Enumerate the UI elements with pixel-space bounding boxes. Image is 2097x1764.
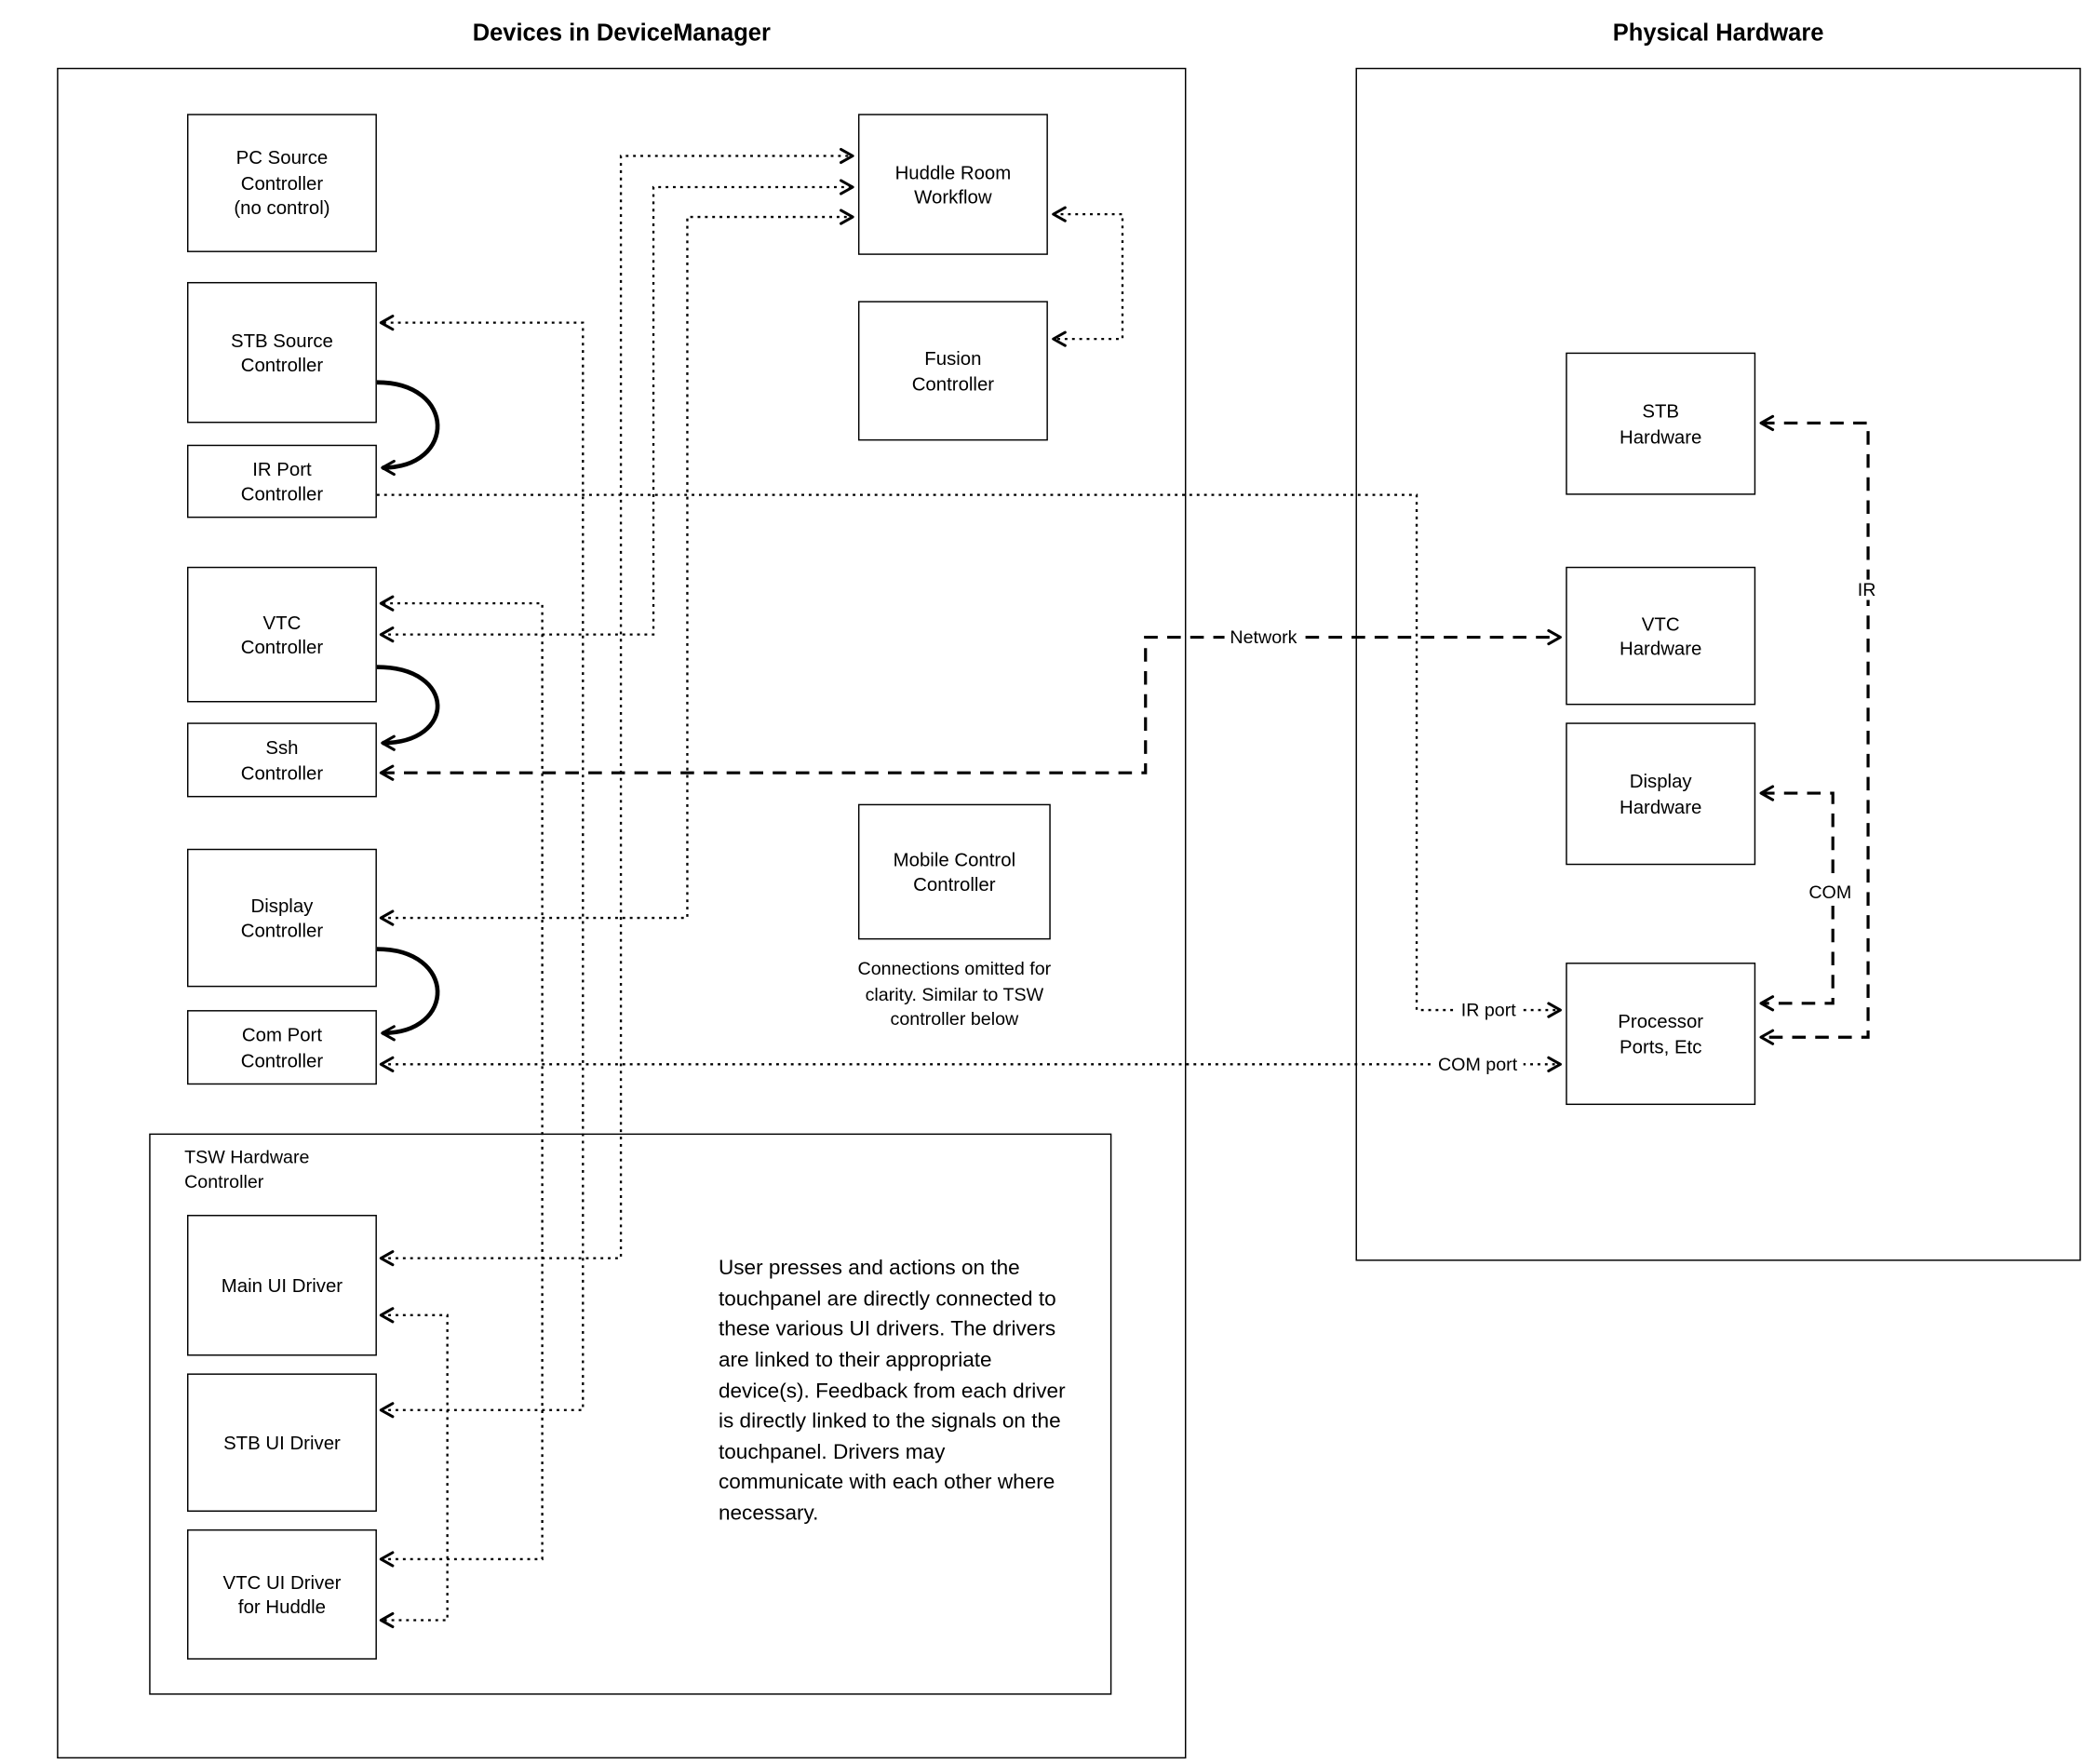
node-fusion-controller: Fusion Controller [857, 301, 1048, 441]
edge-vtc-ui-vtc [379, 595, 544, 1568]
edge-stb-source-ir-port [376, 380, 440, 477]
node-ir-port-controller: IR Port Controller [186, 444, 377, 518]
network-edge-label: Network [1224, 626, 1303, 648]
node-main-ui-driver: Main UI Driver [186, 1215, 377, 1356]
com-edge-label: COM [1803, 882, 1858, 903]
edge-stb-ui-stb-source [379, 315, 585, 1419]
node-ssh-controller: Ssh Controller [186, 722, 377, 798]
node-huddle-room-workflow: Huddle Room Workflow [857, 114, 1048, 255]
node-stb-source-controller: STB Source Controller [186, 281, 377, 424]
node-processor-ports: Processor Ports, Etc [1566, 963, 1756, 1106]
node-vtc-hardware: VTC Hardware [1566, 566, 1756, 706]
ir-edge-label: IR [1851, 579, 1882, 600]
edge-main-ui-huddle [379, 147, 854, 1267]
node-display-controller: Display Controller [186, 848, 377, 988]
node-stb-hardware: STB Hardware [1566, 352, 1756, 495]
ir-port-edge-label: IR port [1455, 1000, 1522, 1021]
edge-processor-stb-hw-ir [1759, 414, 1870, 1045]
edge-ssh-vtc-hw-network [379, 628, 1562, 781]
devicemanager-container [57, 67, 1187, 1759]
edge-huddle-fusion [1052, 206, 1124, 347]
tsw-container-label: TSW Hardware Controller [184, 1147, 310, 1192]
edge-processor-display-hw-com [1759, 785, 1835, 1012]
com-port-edge-label: COM port [1432, 1054, 1524, 1075]
node-display-hardware: Display Hardware [1566, 722, 1756, 866]
devicemanager-title: Devices in DeviceManager [472, 19, 771, 47]
node-com-port-controller: Com Port Controller [186, 1010, 377, 1085]
edge-main-ui-vtc-ui [379, 1307, 449, 1629]
edge-display-com-port [376, 947, 440, 1042]
node-vtc-ui-driver: VTC UI Driver for Huddle [186, 1528, 377, 1660]
node-stb-ui-driver: STB UI Driver [186, 1373, 377, 1512]
node-mobile-control-controller: Mobile Control Controller [857, 803, 1051, 940]
edge-vtc-ssh [376, 665, 440, 751]
node-vtc-controller: VTC Controller [186, 566, 377, 703]
node-pc-source-controller: PC Source Controller (no control) [186, 114, 377, 252]
edge-vtc-huddle [379, 179, 854, 643]
tsw-driver-note: User presses and actions on the touchpan… [718, 1257, 1066, 1526]
physical-hardware-title: Physical Hardware [1612, 19, 1824, 47]
mobile-controller-note: Connections omitted for clarity. Similar… [857, 958, 1052, 1030]
